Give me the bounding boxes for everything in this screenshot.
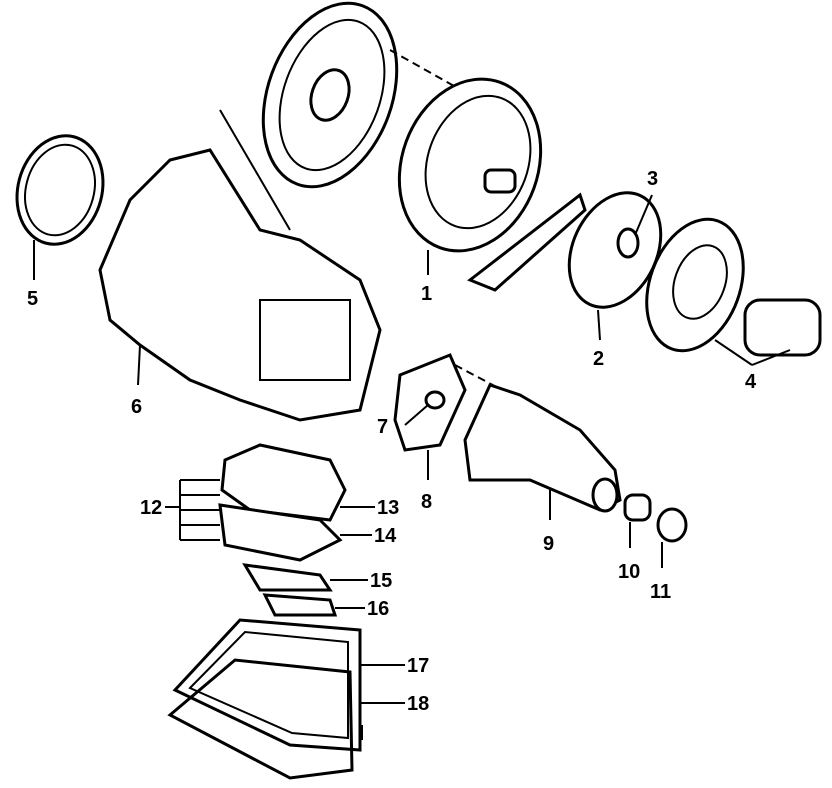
oil-pan-gasket	[172, 618, 362, 752]
callout-12: 12	[140, 497, 162, 519]
rear-seal	[656, 507, 688, 568]
callout-7: 7	[377, 416, 388, 438]
callout-5: 5	[27, 288, 38, 310]
callout-18: 18	[407, 693, 429, 715]
transmission-case	[98, 109, 382, 422]
valve-body	[165, 443, 375, 617]
extension-housing	[463, 383, 622, 520]
callout-13: 13	[377, 497, 399, 519]
callout-4: 4	[745, 371, 757, 393]
oil-pump	[645, 217, 822, 366]
callout-9: 9	[543, 533, 554, 555]
callout-10: 10	[618, 561, 640, 583]
callout-14: 14	[374, 525, 397, 547]
callout-15: 15	[370, 570, 392, 592]
callout-16: 16	[367, 598, 389, 620]
callout-3: 3	[647, 168, 658, 190]
extension-adapter	[393, 353, 541, 480]
callout-6: 6	[131, 396, 142, 418]
callout-8: 8	[421, 491, 432, 513]
pump-gasket	[467, 192, 587, 292]
callout-17: 17	[407, 655, 429, 677]
oil-pan	[167, 658, 405, 780]
callout-1: 1	[421, 283, 432, 305]
callout-11: 11	[650, 581, 671, 603]
flexplate	[261, 1, 471, 189]
pump-plate	[567, 191, 663, 341]
bellhousing-gasket	[15, 134, 105, 280]
torque-converter	[397, 77, 543, 275]
callout-2: 2	[593, 348, 604, 370]
bushing	[623, 493, 652, 548]
